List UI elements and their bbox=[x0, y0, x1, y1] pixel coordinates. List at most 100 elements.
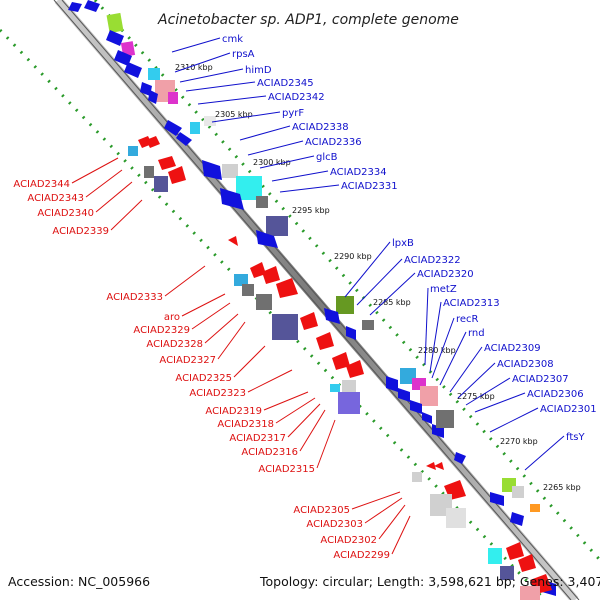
leader-line bbox=[164, 265, 206, 297]
leader-line bbox=[85, 169, 123, 198]
leader-line bbox=[457, 362, 496, 399]
gene-block bbox=[158, 156, 176, 170]
leader-line bbox=[185, 81, 256, 92]
gene-label: ftsY bbox=[566, 432, 585, 443]
gene-block bbox=[490, 492, 504, 506]
gene-block bbox=[346, 326, 356, 340]
leader-line bbox=[174, 52, 231, 73]
gene-block bbox=[362, 320, 374, 330]
gene-block bbox=[446, 508, 466, 528]
gene-block bbox=[338, 392, 360, 414]
leader-line bbox=[369, 272, 416, 316]
tick-label: 2300 kbp bbox=[253, 158, 291, 167]
tick-label: 2265 kbp bbox=[543, 483, 581, 492]
gene-block bbox=[488, 548, 502, 564]
tick-label: 2280 kbp bbox=[418, 346, 456, 355]
gene-label: ACIAD2308 bbox=[497, 359, 554, 370]
gene-block bbox=[250, 262, 266, 278]
gene-label: lpxB bbox=[392, 238, 414, 249]
gene-block bbox=[262, 266, 280, 284]
gene-block bbox=[84, 0, 100, 12]
gene-label: ACIAD2306 bbox=[527, 389, 584, 400]
leader-line bbox=[524, 435, 565, 471]
gene-block bbox=[106, 30, 124, 46]
leader-line bbox=[179, 68, 244, 83]
leader-line bbox=[378, 504, 406, 540]
gene-block bbox=[332, 352, 350, 370]
gene-block bbox=[454, 452, 466, 464]
tick-label: 2310 kbp bbox=[175, 63, 213, 72]
gene-block bbox=[220, 188, 244, 210]
leader-line bbox=[259, 155, 315, 169]
leader-line bbox=[171, 37, 221, 53]
leader-line bbox=[181, 293, 226, 317]
gene-block bbox=[168, 92, 178, 104]
gene-block bbox=[342, 380, 356, 392]
gene-block bbox=[316, 332, 334, 350]
gene-label: ACIAD2309 bbox=[484, 343, 541, 354]
gene-label: ACIAD2317 bbox=[229, 433, 286, 444]
gene-block bbox=[204, 116, 216, 126]
gene-block bbox=[300, 312, 318, 330]
leader-line bbox=[489, 407, 539, 433]
leader-line bbox=[271, 170, 329, 182]
leader-line bbox=[204, 313, 239, 344]
leader-line bbox=[191, 302, 231, 330]
forward-genes bbox=[68, 0, 556, 596]
leader-line bbox=[211, 111, 281, 123]
tick-label: 2270 kbp bbox=[500, 437, 538, 446]
gene-block bbox=[336, 296, 354, 314]
gene-label: ACIAD2333 bbox=[106, 292, 163, 303]
gene-block bbox=[386, 376, 398, 392]
leader-line bbox=[424, 287, 429, 366]
gene-block bbox=[106, 12, 124, 34]
leader-line bbox=[287, 403, 321, 438]
gene-label: ACIAD2340 bbox=[37, 208, 94, 219]
gene-block bbox=[114, 50, 132, 66]
gene-block bbox=[436, 410, 454, 428]
gene-block bbox=[190, 122, 200, 134]
leader-line bbox=[344, 241, 391, 298]
genome-title: Acinetobacter sp. ADP1, complete genome bbox=[157, 12, 459, 28]
leader-line bbox=[351, 491, 401, 510]
gene-label: metZ bbox=[430, 284, 457, 295]
gene-label: ACIAD2345 bbox=[257, 78, 314, 89]
gene-block bbox=[272, 314, 298, 340]
gene-block bbox=[154, 176, 168, 192]
tick-label: 2290 kbp bbox=[334, 252, 372, 261]
gene-block bbox=[256, 196, 268, 208]
gene-block bbox=[128, 146, 138, 156]
gene-label: ACIAD2315 bbox=[258, 464, 315, 475]
gene-label: ACIAD2338 bbox=[292, 122, 349, 133]
inner-dotted-ring bbox=[0, 28, 547, 600]
gene-block bbox=[330, 384, 340, 392]
gene-label: ACIAD2318 bbox=[217, 419, 274, 430]
gene-block bbox=[176, 132, 192, 146]
gene-block bbox=[168, 166, 186, 184]
gene-label: ACIAD2327 bbox=[159, 355, 216, 366]
gene-label: ACIAD2322 bbox=[404, 255, 461, 266]
gene-label: ACIAD2344 bbox=[13, 179, 70, 190]
gene-block bbox=[124, 62, 142, 78]
leader-line bbox=[431, 317, 455, 379]
gene-block bbox=[242, 284, 254, 296]
gene-label: rnd bbox=[468, 328, 485, 339]
gene-label: pyrF bbox=[282, 108, 304, 119]
gene-label: ACIAD2302 bbox=[320, 535, 377, 546]
gene-block bbox=[420, 386, 438, 406]
gene-label: ACIAD2342 bbox=[268, 92, 325, 103]
gene-label: ACIAD2299 bbox=[333, 550, 390, 561]
gene-block bbox=[202, 160, 222, 180]
gene-block bbox=[140, 82, 152, 96]
leader-line bbox=[429, 301, 442, 373]
gene-label: ACIAD2339 bbox=[52, 226, 109, 237]
gene-label: ACIAD2334 bbox=[330, 167, 387, 178]
gene-block bbox=[410, 400, 422, 414]
gene-block bbox=[148, 68, 160, 80]
gene-label: himD bbox=[245, 65, 272, 76]
gene-label: rpsA bbox=[232, 49, 255, 60]
gene-block bbox=[228, 236, 238, 246]
gene-block bbox=[518, 554, 536, 572]
backbone-edge bbox=[53, 0, 572, 600]
gene-label: ACIAD2323 bbox=[189, 388, 246, 399]
